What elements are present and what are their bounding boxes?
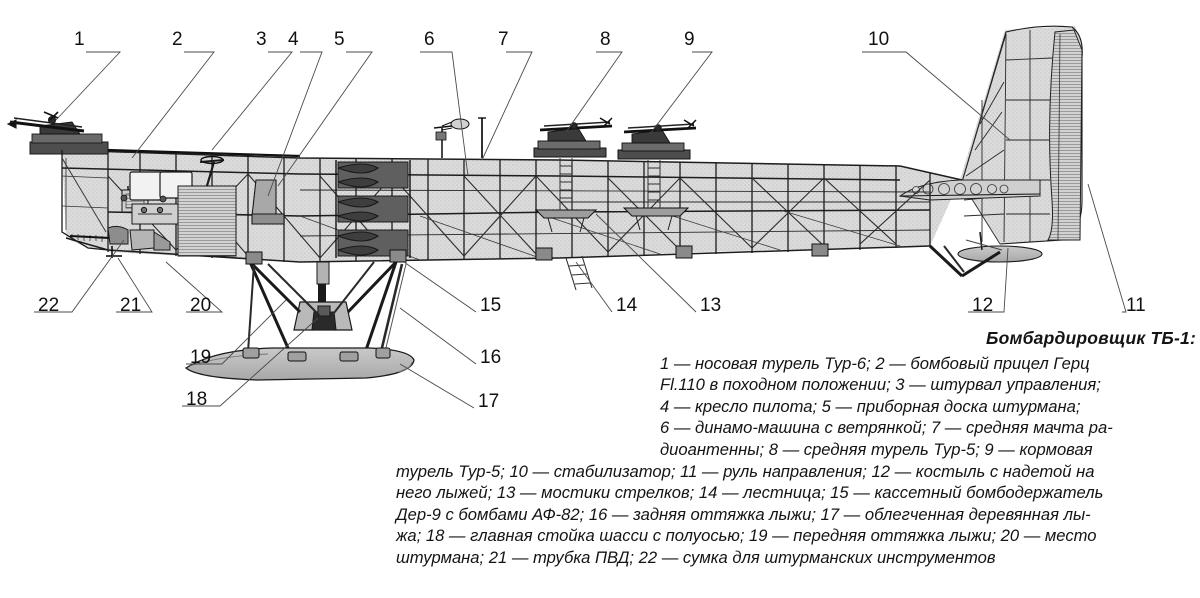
- leader-line-13: [595, 213, 697, 313]
- frame-verticals: [107, 150, 931, 262]
- longerons: [61, 149, 963, 263]
- leader-line-4: [267, 51, 323, 197]
- leader-line-9: [649, 51, 713, 135]
- bomb-racks-der9: [335, 160, 411, 258]
- diagonal-bracing: [107, 171, 931, 259]
- callout-number-11: 11: [1126, 295, 1146, 316]
- leader-line-7: [481, 51, 533, 161]
- bomb-row-2: [337, 195, 409, 223]
- dynamo-windmill: [433, 118, 470, 158]
- caption-line-9: жа; 18 — главная стойка шасси с полуосью…: [396, 526, 1097, 546]
- caption-line-8: Дер-9 с бомбами АФ-82; 16 — задняя оттяж…: [396, 504, 1091, 524]
- horizontal-stabilizer: [898, 179, 1041, 201]
- bomb-sight-hertz: [121, 186, 149, 213]
- caption-line-10: штурмана; 21 — трубка ПВД; 22 — сумка дл…: [396, 547, 996, 567]
- caption-line-1: 1 — носовая турель Тур-6; 2 — бомбовый п…: [660, 353, 1090, 373]
- callout-number-4: 4: [288, 29, 299, 50]
- leader-line-8: [565, 51, 623, 133]
- entry-ladder: [565, 255, 593, 291]
- caption-line-5: диоантенны; 8 — средняя турель Тур-5; 9 …: [660, 439, 1093, 459]
- callout-number-12: 12: [972, 295, 994, 316]
- callout-number-2: 2: [172, 29, 183, 50]
- radio-mast: [478, 117, 486, 158]
- caption-body: 1 — носовая турель Тур-6; 2 — бомбовый п…: [396, 353, 1196, 569]
- aft-turret-tur5-b: [617, 119, 697, 160]
- callout-number-20: 20: [190, 295, 212, 316]
- leader-line-14: [575, 261, 613, 313]
- callout-number-19: 19: [190, 347, 212, 368]
- rudder: [1047, 29, 1083, 241]
- callout-number-18: 18: [186, 389, 208, 410]
- callout-number-15: 15: [480, 295, 502, 316]
- callout-number-1: 1: [74, 29, 85, 50]
- cabin-roof: [107, 148, 301, 158]
- callout-number-5: 5: [334, 29, 345, 50]
- callout-number-9: 9: [684, 29, 695, 50]
- navigator-station: [120, 171, 193, 251]
- caption-line-2: Fl.110 в походном положении; 3 — штурвал…: [660, 375, 1101, 395]
- caption-line-3: 4 — кресло пилота; 5 — приборная доска ш…: [660, 396, 1081, 416]
- callout-number-16: 16: [480, 347, 502, 368]
- callout-number-8: 8: [600, 29, 611, 50]
- stringers: [299, 189, 931, 237]
- caption-line-6: турель Тур-5; 10 — стабилизатор; 11 — ру…: [396, 461, 1095, 481]
- leader-line-1: [55, 51, 122, 121]
- callout-number-17: 17: [478, 391, 500, 412]
- pitot-tube: [106, 246, 122, 258]
- caption-line-7: него лыжей; 13 — мостики стрелков; 14 — …: [396, 483, 1104, 503]
- leader-line-2: [131, 51, 215, 159]
- nose-turret-tur6: [6, 111, 109, 155]
- leader-line-6: [420, 51, 469, 177]
- wing-root-fittings: [245, 243, 829, 265]
- vertical-fin-outline: [961, 25, 1083, 245]
- callout-number-10: 10: [868, 29, 890, 50]
- caption-title: Бомбардировщик ТБ-1:: [986, 328, 1196, 348]
- tail-skid: [928, 231, 1043, 278]
- callout-number-6: 6: [424, 29, 435, 50]
- callout-number-14: 14: [616, 295, 638, 316]
- leader-line-5: [277, 51, 373, 187]
- callout-number-3: 3: [256, 29, 267, 50]
- turret-ladder: [559, 158, 661, 210]
- main-landing-gear: [184, 260, 415, 381]
- callout-number-22: 22: [38, 295, 60, 316]
- fuselage-group: [6, 25, 1083, 381]
- leader-line-15: [403, 261, 477, 313]
- gunner-platforms: [534, 158, 690, 233]
- mid-turret-tur5-a: [533, 117, 613, 158]
- lower-bracing: [299, 209, 901, 261]
- fuselage-skin: [62, 26, 1082, 262]
- leader-line-10: [862, 51, 1011, 141]
- callout-number-13: 13: [700, 295, 722, 316]
- leader-line-11: [1087, 183, 1127, 313]
- caption-line-4: 6 — динамо-машина с ветрянкой; 7 — средн…: [660, 418, 1113, 438]
- callout-number-7: 7: [498, 29, 509, 50]
- bomb-row-3: [337, 229, 409, 257]
- fin-truss: [959, 30, 1053, 245]
- figure-caption: Бомбардировщик ТБ-1: 1 — носовая турель …: [396, 328, 1196, 569]
- callout-number-21: 21: [120, 295, 142, 316]
- cockpit-controls: [199, 155, 285, 225]
- bomb-row-1: [337, 161, 409, 189]
- leader-line-3: [211, 51, 293, 151]
- cabin-floor-hatch: [177, 185, 237, 257]
- nose-section: [61, 150, 129, 251]
